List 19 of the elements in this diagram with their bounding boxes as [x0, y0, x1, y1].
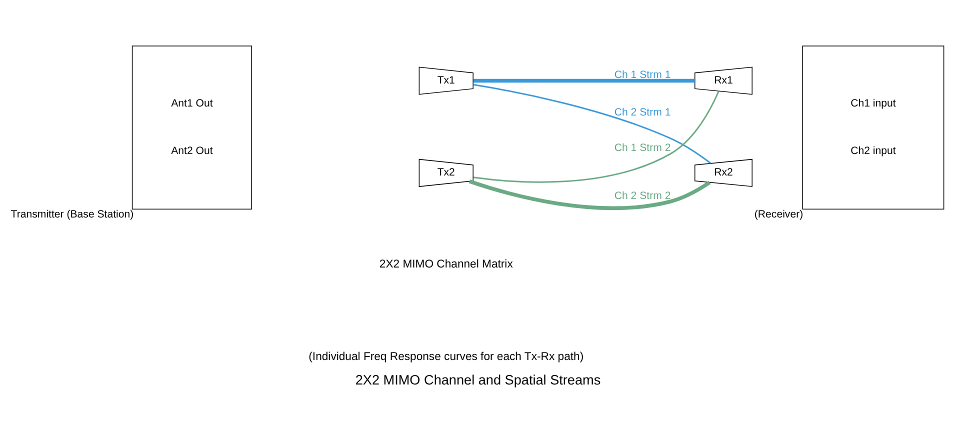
label: (Individual Freq Response curves for each Tx-Rx path)	[308, 350, 584, 363]
node-box: Tx2	[418, 158, 474, 187]
edge-label: Ch 2 Strm 2	[614, 190, 671, 202]
node-box: Rx2	[694, 158, 752, 187]
connector	[473, 84, 712, 164]
edge-label: Ch 1 Strm 2	[614, 142, 671, 154]
node-box: Ch1 input Ch2 input	[802, 46, 944, 210]
connector	[468, 180, 711, 210]
node-box: Rx1	[694, 66, 752, 95]
node-label: Transmitter (Base Station)	[10, 208, 134, 221]
node-box: Tx1	[418, 66, 474, 95]
edge-label: Ch 2 Strm 1	[614, 106, 671, 119]
label: 2X2 MIMO Channel Matrix	[379, 258, 513, 271]
connector	[473, 78, 695, 83]
diagram-title: 2X2 MIMO Channel and Spatial Streams	[355, 372, 601, 388]
node-label: (Receiver)	[754, 208, 804, 221]
edge-label: Ch 1 Strm 1	[614, 68, 671, 81]
node-box: Ant1 Out Ant2 Out	[132, 46, 252, 210]
connector	[473, 90, 720, 183]
